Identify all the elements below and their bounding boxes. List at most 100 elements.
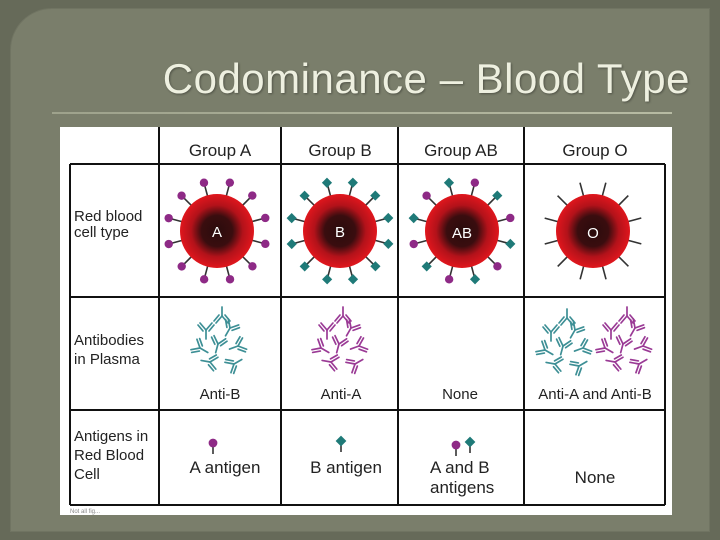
row-label-antigens-line2: Red Blood [74, 447, 144, 464]
cell-body [425, 194, 499, 268]
column-header-group-a: Group A [189, 141, 252, 160]
antigen-label-group-a: A antigen [190, 458, 261, 477]
antigen-label-group-o: None [575, 468, 616, 487]
anti-a-antibody [349, 335, 369, 353]
row-label-antibodies-line2: in Plasma [74, 351, 141, 368]
cell-body [303, 194, 377, 268]
anti-b-antibody [555, 336, 573, 356]
antigen-label-group-ab-line1: A and B [430, 458, 490, 477]
antigen-b-marker [383, 238, 394, 249]
antigen-b-marker [299, 190, 310, 201]
row-label-red-blood-cell-line1: Red blood [74, 208, 142, 225]
cell-label-b: B [335, 224, 345, 241]
antigen-stalk [557, 195, 569, 207]
anti-a-antibody [595, 337, 614, 354]
anti-b-antibody [197, 322, 215, 340]
antigen-a-marker [422, 191, 431, 200]
antibody-label-group-b: Anti-A [321, 386, 362, 403]
antigen-stalk [544, 239, 559, 245]
column-header-group-b: Group B [308, 141, 371, 160]
antigen-b-marker [321, 177, 333, 188]
antigen-stalk [627, 217, 642, 223]
anti-a-antibody [615, 334, 633, 354]
antigen-a-marker [248, 191, 257, 200]
antigen-b-marker [286, 213, 297, 224]
antibody-label-group-ab: None [442, 386, 478, 403]
anti-a-antibody [334, 306, 352, 324]
cell-body [556, 194, 630, 268]
antigen-b-marker [383, 212, 394, 224]
anti-b-antibody [573, 337, 593, 355]
antigen-label-group-b: B antigen [310, 458, 382, 477]
antigen-stalk [544, 217, 559, 223]
antigen-b-icon [335, 435, 347, 452]
antibodies [190, 306, 653, 377]
figure-footnote: Not all fig... [70, 509, 100, 515]
antigen-b-marker [347, 274, 359, 285]
anti-b-antibody [228, 335, 248, 353]
antigen-stalk [579, 182, 585, 197]
antigen-b-marker [408, 213, 419, 224]
anti-a-antibody [633, 335, 653, 353]
anti-a-antibody [345, 358, 364, 375]
antigen-a-marker [199, 178, 209, 187]
antigen-a-marker [261, 239, 270, 249]
row-label-red-blood-cell-line2: cell type [74, 224, 129, 241]
anti-a-antibody [318, 322, 336, 340]
row-label-antigens-line1: Antigens in [74, 428, 148, 445]
anti-b-antibody [210, 334, 228, 354]
antigen-a-marker [409, 239, 418, 249]
anti-b-antibody [213, 306, 231, 324]
antibody-label-group-a: Anti-B [200, 386, 241, 403]
anti-a-antibody [311, 337, 330, 354]
antigen-b-icon [464, 436, 476, 453]
antigen-a-marker [470, 178, 480, 187]
anti-b-antibody [545, 356, 564, 374]
red-blood-cell-b [286, 177, 394, 285]
antigen-b-marker [505, 238, 516, 249]
antigen-a-marker [199, 275, 209, 284]
antigen-markers [208, 435, 476, 456]
anti-a-antibody [345, 318, 362, 337]
anti-b-antibody [569, 360, 588, 377]
cell-label-ab: AB [452, 225, 472, 242]
antigen-a-marker [164, 213, 173, 223]
antigen-b-marker [469, 274, 481, 285]
antigen-b-marker [347, 177, 358, 188]
antigen-stalk [617, 255, 629, 267]
red-blood-cell-a [164, 178, 270, 284]
row-label-antigens-line3: Cell [74, 466, 100, 483]
antigen-label-group-ab-line2: antigens [430, 478, 494, 497]
anti-a-antibody [321, 354, 340, 372]
antigen-b-marker [322, 274, 333, 285]
anti-a-antibody [602, 322, 620, 340]
anti-b-antibody [535, 339, 554, 356]
antigen-a-marker [164, 239, 173, 249]
cell-label-a: A [212, 224, 222, 241]
antigen-a-marker [177, 262, 186, 271]
antigen-stalk [579, 265, 585, 280]
anti-b-antibody [224, 358, 243, 375]
antigen-a-icon [208, 438, 218, 454]
antibody-label-group-o: Anti-A and Anti-B [538, 386, 651, 403]
title-divider [52, 112, 672, 114]
anti-b-antibody [558, 308, 576, 326]
red-blood-cell-o [544, 182, 642, 280]
antigen-stalk [557, 255, 569, 267]
row-label-antibodies-line1: Antibodies [74, 332, 144, 349]
antigen-a-marker [225, 178, 235, 187]
cell-label-o: O [587, 225, 599, 242]
anti-a-antibody [331, 334, 349, 354]
antigen-a-marker [261, 213, 270, 223]
antigen-stalk [601, 265, 607, 280]
antigen-stalk [627, 239, 642, 245]
blood-type-table-svg: Group A Group B Group AB Group O Red blo… [69, 127, 666, 515]
antigen-stalk [617, 195, 629, 207]
table-grid [69, 127, 666, 506]
antigen-b-marker [443, 177, 455, 188]
anti-b-antibody [190, 337, 209, 354]
antigen-b-marker [370, 261, 381, 272]
antigen-a-marker [444, 275, 454, 284]
column-header-group-ab: Group AB [424, 141, 498, 160]
antigen-a-marker [225, 275, 235, 284]
